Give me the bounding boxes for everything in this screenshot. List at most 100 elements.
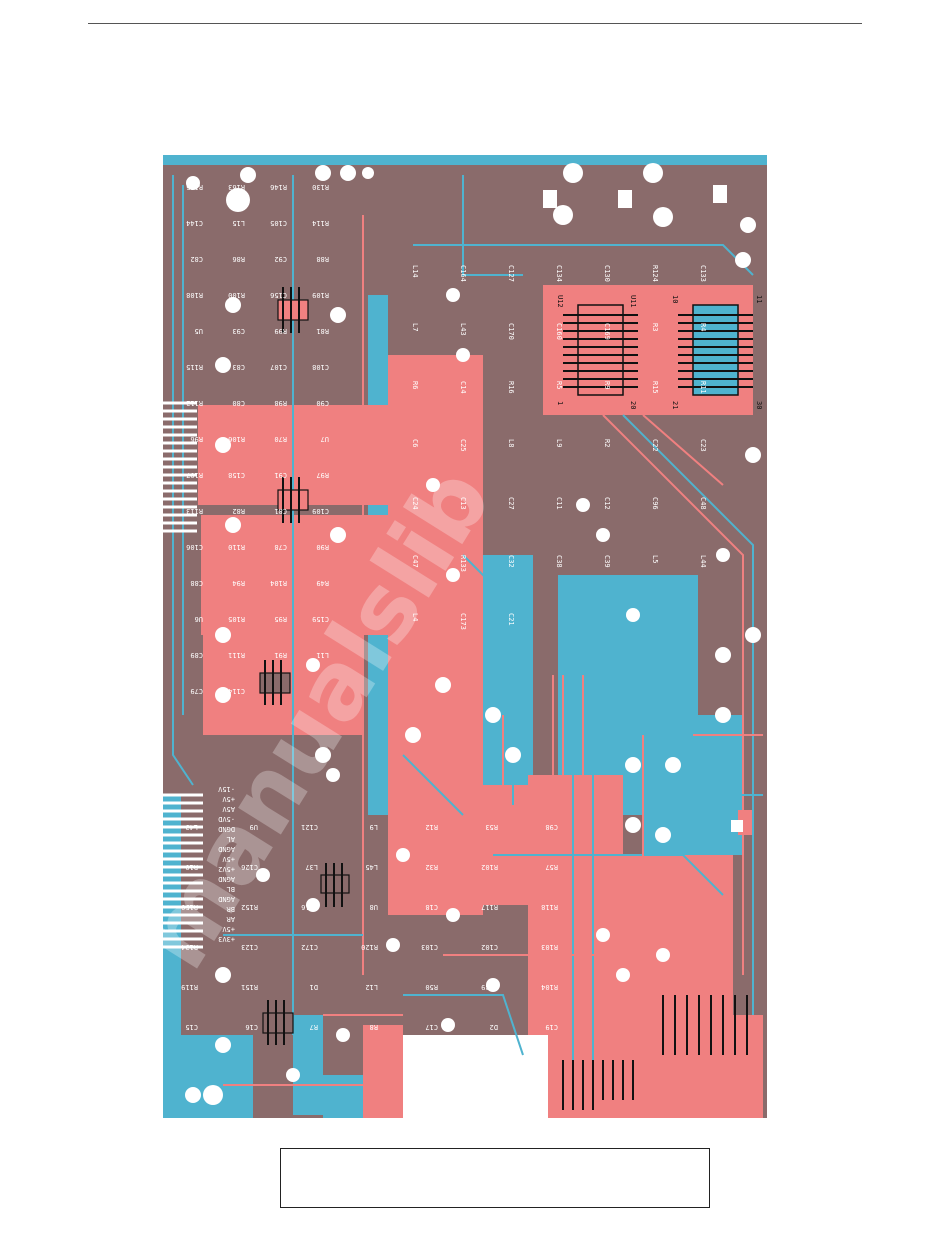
designator-label: R104 [541,983,558,991]
designator-label: L44 [699,555,707,568]
soic-u9 [320,863,350,907]
designator-label: C169 [603,323,611,340]
designator-label: R102 [481,863,498,871]
designator-label: R114 [312,219,329,227]
designator-label: R91 [274,651,287,659]
top-connector [163,401,197,533]
designator-label: C82 [190,255,203,263]
designator-label: C47 [411,555,419,568]
designator-label: C83 [232,363,245,371]
designator-label: C105 [270,219,287,227]
designator-label: DGND [218,825,235,833]
designator-label: 20 [629,401,637,409]
designator-label: C127 [507,265,515,282]
designator-label: R57 [545,863,558,871]
designator-label: R99 [274,327,287,335]
designator-label: C144 [186,219,203,227]
designator-label: A5V [222,805,235,813]
designator-label: C172 [301,943,318,951]
designator-label: R151 [241,983,258,991]
designator-label: C130 [603,265,611,282]
designator-label: 10 [671,295,679,303]
designator-label: L15 [232,219,245,227]
designator-label: U5 [195,327,203,335]
designator-label: C25 [459,439,467,452]
designator-label: C108 [312,363,329,371]
designator-label: L11 [316,651,329,659]
designator-label: C27 [507,497,515,510]
designator-label: C23 [699,439,707,452]
designator-label: C173 [459,613,467,630]
soic-u6 [259,660,291,705]
designator-label: R97 [316,471,329,479]
designator-label: R86 [232,255,245,263]
designator-label: +5V [222,925,235,933]
designator-label: C90 [316,399,329,407]
designator-label: C22 [651,439,659,452]
designator-label: R7 [310,1023,318,1031]
designator-label: C133 [699,265,707,282]
designator-label: L14 [411,265,419,278]
designator-label: R163 [228,183,245,191]
designator-label: C88 [190,579,203,587]
designator-label: R120 [361,943,378,951]
designator-label: C98 [545,823,558,831]
designator-label: AL [227,835,235,843]
designator-label: R104 [270,579,287,587]
designator-label: R11 [699,381,707,394]
designator-label: C80 [232,399,245,407]
designator-label: C6 [411,439,419,447]
designator-label: U7 [321,435,329,443]
designator-label: R111 [228,651,245,659]
designator-label: R165 [186,183,203,191]
designator-label: C103 [421,943,438,951]
designator-label: +5V [222,795,235,803]
designator-label: C96 [651,497,659,510]
designator-label: R150 [181,903,198,911]
designator-label: C107 [270,363,287,371]
designator-label: C114 [228,687,245,695]
designator-label: U8 [370,903,378,911]
designator-label: R118 [541,903,558,911]
designator-label: L43 [185,823,198,831]
designator-label: R103 [541,943,558,951]
bottom-connector [163,793,203,949]
designator-label: R70 [274,435,287,443]
designator-label: C78 [274,543,287,551]
designator-label: C126 [241,863,258,871]
designator-label: R94 [232,579,245,587]
designator-label: +3V3 [218,935,235,943]
designator-label: C24 [411,497,419,510]
designator-label: R96 [190,435,203,443]
designator-label: C11 [555,497,563,510]
designator-label: C38 [555,555,563,568]
designator-label: R117 [481,903,498,911]
designator-label: R107 [186,471,203,479]
designator-label: -15V [217,785,235,793]
designator-label: R32 [425,863,438,871]
designator-label: U9 [250,823,258,831]
designator-label: C123 [241,943,258,951]
designator-label: C32 [507,555,515,568]
designator-label: D1 [310,983,318,991]
designator-label: C48 [699,497,707,510]
designator-label: L7 [411,323,419,331]
designator-label: +5V [222,855,235,863]
caption-box [280,1148,710,1208]
designator-label: R8 [370,1023,378,1031]
designator-label: R50 [425,983,438,991]
designator-label: C93 [232,327,245,335]
designator-label: R16 [507,381,515,394]
edge-connector-bottom [562,995,748,1110]
designator-label: R5 [555,381,563,389]
designator-label: C14 [459,381,467,394]
designator-label: C39 [603,555,611,568]
designator-label: R152 [241,903,258,911]
designator-label: L4 [411,613,419,621]
designator-label: R130 [312,183,329,191]
designator-label: R133 [459,555,467,572]
designator-label: D2 [490,1023,498,1031]
